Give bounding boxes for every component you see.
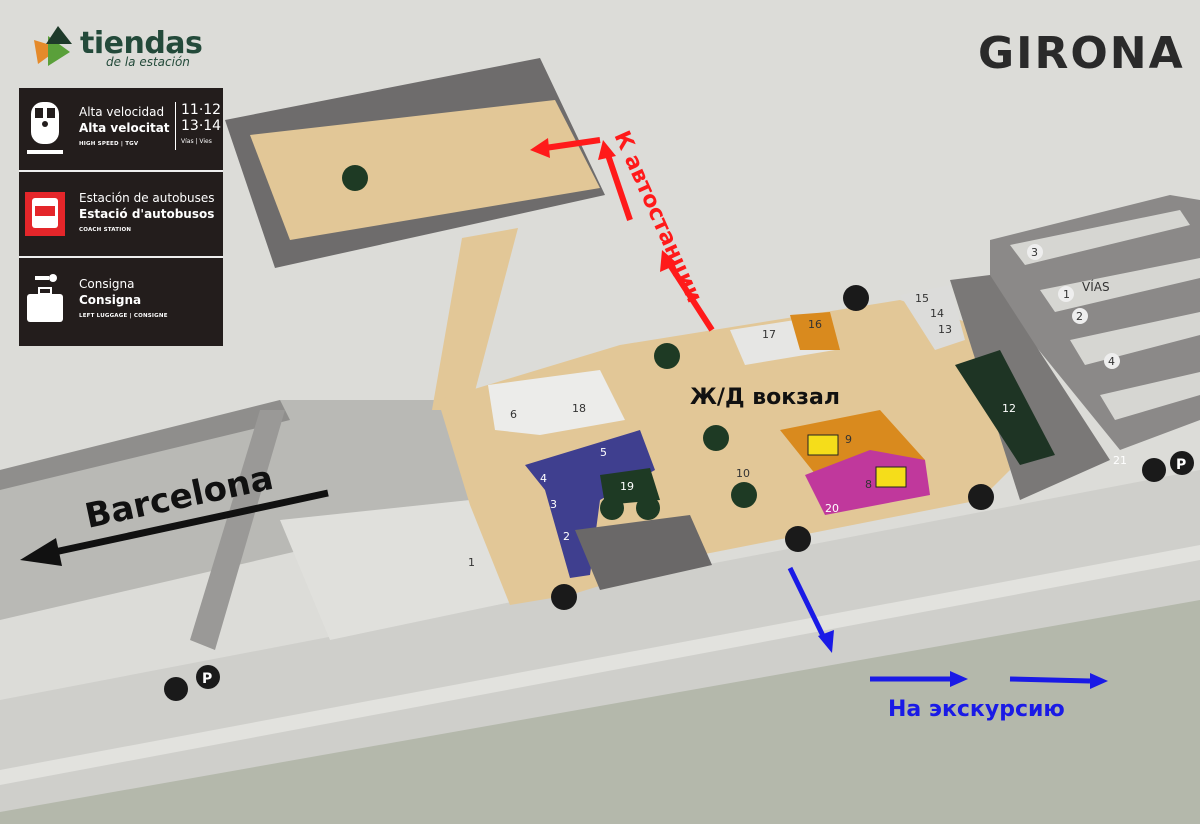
excursion-label: На экскурсию <box>888 697 1065 722</box>
tracks-label: Vías | Vies <box>181 138 212 145</box>
right-building <box>950 275 1110 500</box>
escalator-icon <box>731 482 757 508</box>
room-8: 8 <box>865 478 872 491</box>
room-15: 15 <box>915 292 929 305</box>
room-18: 18 <box>572 402 586 415</box>
tracks-label: VÍAS <box>1082 279 1110 294</box>
legend-line3: COACH STATION <box>79 227 132 233</box>
exit-icons <box>164 285 1194 701</box>
legend-line2: Estació d'autobusos <box>79 207 215 221</box>
room-12: 12 <box>1002 402 1016 415</box>
upper-floor <box>250 100 600 240</box>
brand-name: tiendas <box>80 26 203 61</box>
room-4: 4 <box>540 472 547 485</box>
exit-icon <box>551 584 577 610</box>
corridor <box>432 228 518 410</box>
shop-16 <box>790 312 840 350</box>
room-labels: 1 2 3 4 5 6 8 9 10 12 13 14 15 16 17 18 … <box>468 292 1127 569</box>
shop-12 <box>955 350 1055 465</box>
tracks-1: 11·12 <box>181 102 222 118</box>
track-3: 3 <box>1031 246 1038 259</box>
tracks-2: 13·14 <box>181 118 222 134</box>
track-1: 1 <box>1063 288 1070 301</box>
track-4: 4 <box>1108 355 1115 368</box>
legend-line3: LEFT LUGGAGE | CONSIGNE <box>79 313 168 319</box>
service-block <box>575 515 712 590</box>
shop-13-15 <box>900 285 965 350</box>
city-title: GIRONA <box>978 28 1185 79</box>
luggage-icon <box>27 274 63 322</box>
shops-2-5 <box>525 430 655 578</box>
room-17: 17 <box>762 328 776 341</box>
parking-icon <box>196 665 220 689</box>
room-3: 3 <box>550 498 557 511</box>
exit-icon <box>785 526 811 552</box>
railway-bridge <box>190 410 285 650</box>
barcelona-arrow <box>20 489 329 566</box>
legend-line2: Alta velocitat <box>79 121 170 135</box>
platform-1 <box>280 500 520 640</box>
shop-6-18 <box>488 370 625 435</box>
parking-icon <box>1170 451 1194 475</box>
shop-8 <box>805 450 930 515</box>
sidewalk <box>0 545 1200 785</box>
tiendas-logo-icon <box>34 26 72 66</box>
bus-icon <box>25 192 65 236</box>
shopping-cart-icon <box>807 434 839 456</box>
room-16: 16 <box>808 318 822 331</box>
excursion-arrows <box>787 566 1108 689</box>
legend-line3: HIGH SPEED | TGV <box>79 141 139 147</box>
legend-line1: Alta velocidad <box>79 105 165 119</box>
track-2: 2 <box>1076 310 1083 323</box>
parking-label: P <box>202 671 212 687</box>
track-labels: 3 1 2 4 VÍAS <box>1027 244 1120 369</box>
room-21: 21 <box>1113 454 1127 467</box>
legend-line1: Estación de autobuses <box>79 191 215 205</box>
legend-line2: Consigna <box>79 293 142 307</box>
escalator-icon <box>342 165 368 191</box>
track-platforms <box>1010 210 1200 420</box>
room-14: 14 <box>930 307 944 320</box>
escalator-icons <box>342 165 757 520</box>
train-icon <box>27 102 63 154</box>
bus-station-label: К автостанции <box>609 127 707 306</box>
wheelchair-icon <box>164 677 188 701</box>
bus-station-arrows <box>530 137 715 332</box>
brand-subtitle: de la estación <box>106 55 190 69</box>
room-9: 9 <box>845 433 852 446</box>
room-5: 5 <box>600 446 607 459</box>
room-10: 10 <box>736 467 750 480</box>
room-13: 13 <box>938 323 952 336</box>
room-20: 20 <box>825 502 839 515</box>
room-6: 6 <box>510 408 517 421</box>
escalator-icon <box>703 425 729 451</box>
toilet-icon <box>636 496 660 520</box>
room-2: 2 <box>563 530 570 543</box>
room-19: 19 <box>620 480 634 493</box>
parking-label: P <box>1176 457 1186 473</box>
accessible-toilet-icon <box>600 496 624 520</box>
entrance-icon <box>843 285 869 311</box>
legend-line1: Consigna <box>79 277 135 291</box>
shop-19 <box>600 468 660 505</box>
room-1: 1 <box>468 556 475 569</box>
escalator-icon <box>654 343 680 369</box>
railway-station-label: Ж/Д вокзал <box>690 385 840 410</box>
restaurant-icon <box>875 466 907 488</box>
wheelchair-icon <box>1142 458 1166 482</box>
railway-left-top <box>0 400 290 490</box>
exit-icon <box>968 484 994 510</box>
